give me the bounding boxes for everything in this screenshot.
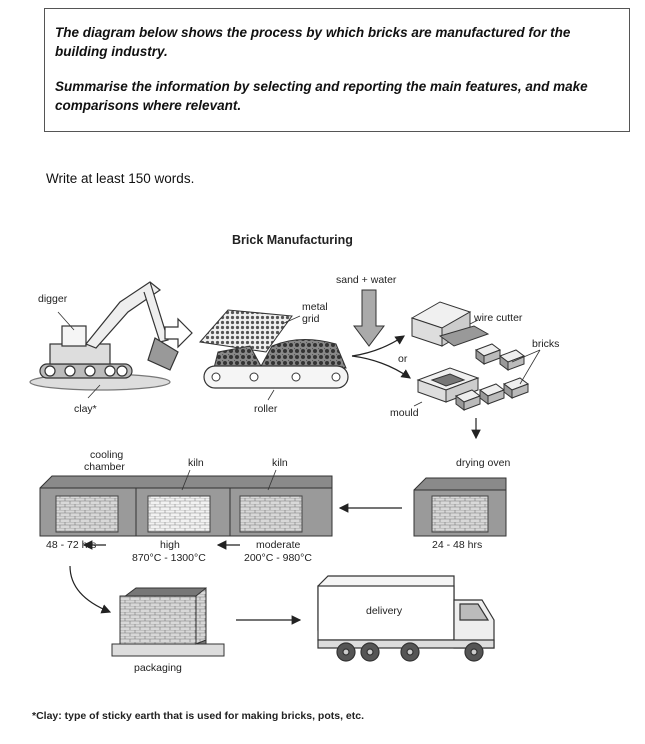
high-label: high [160,539,180,551]
kiln-moderate-label: kiln [272,457,288,469]
conveyor-roller-icon [204,339,348,388]
diagram-title: Brick Manufacturing [232,233,353,247]
wire-cutter-label: wire cutter [473,312,523,324]
drying-oven-icon [414,478,506,536]
bricks-label: bricks [532,338,559,350]
split-arrow-to-wire-cutter [352,336,404,356]
digger-label: digger [38,293,68,305]
moderate-kiln-bricks [240,496,302,532]
delivery-label: delivery [366,605,403,617]
packaging-label: packaging [134,662,182,674]
grid-label: grid [302,313,320,325]
arrow-to-packaging [70,566,110,612]
mould-label: mould [390,407,419,419]
high-temp-label: 870°C - 1300°C [132,552,206,564]
metal-label: metal [302,301,328,313]
clay-footnote: *Clay: type of sticky earth that is used… [32,710,364,722]
delivery-truck-icon [318,576,494,661]
sand-water-label: sand + water [336,274,397,286]
moderate-temp-label: 200°C - 980°C [244,552,312,564]
moderate-label: moderate [256,539,301,551]
clay-label: clay* [74,403,97,415]
brick-pallet-icon [112,588,224,656]
kiln-high-label: kiln [188,457,204,469]
drying-oven-label: drying oven [456,457,510,469]
high-kiln-bricks [148,496,210,532]
process-arrow-1 [165,319,192,347]
drying-time-label: 24 - 48 hrs [432,539,482,551]
or-label: or [398,353,408,365]
cooling-label-1: cooling [90,449,123,461]
roller-label: roller [254,403,278,415]
mould-icon [418,368,528,410]
sand-water-arrow-icon [354,290,384,346]
cooling-label-2: chamber [84,461,125,473]
cooling-chamber-icon [56,496,118,532]
